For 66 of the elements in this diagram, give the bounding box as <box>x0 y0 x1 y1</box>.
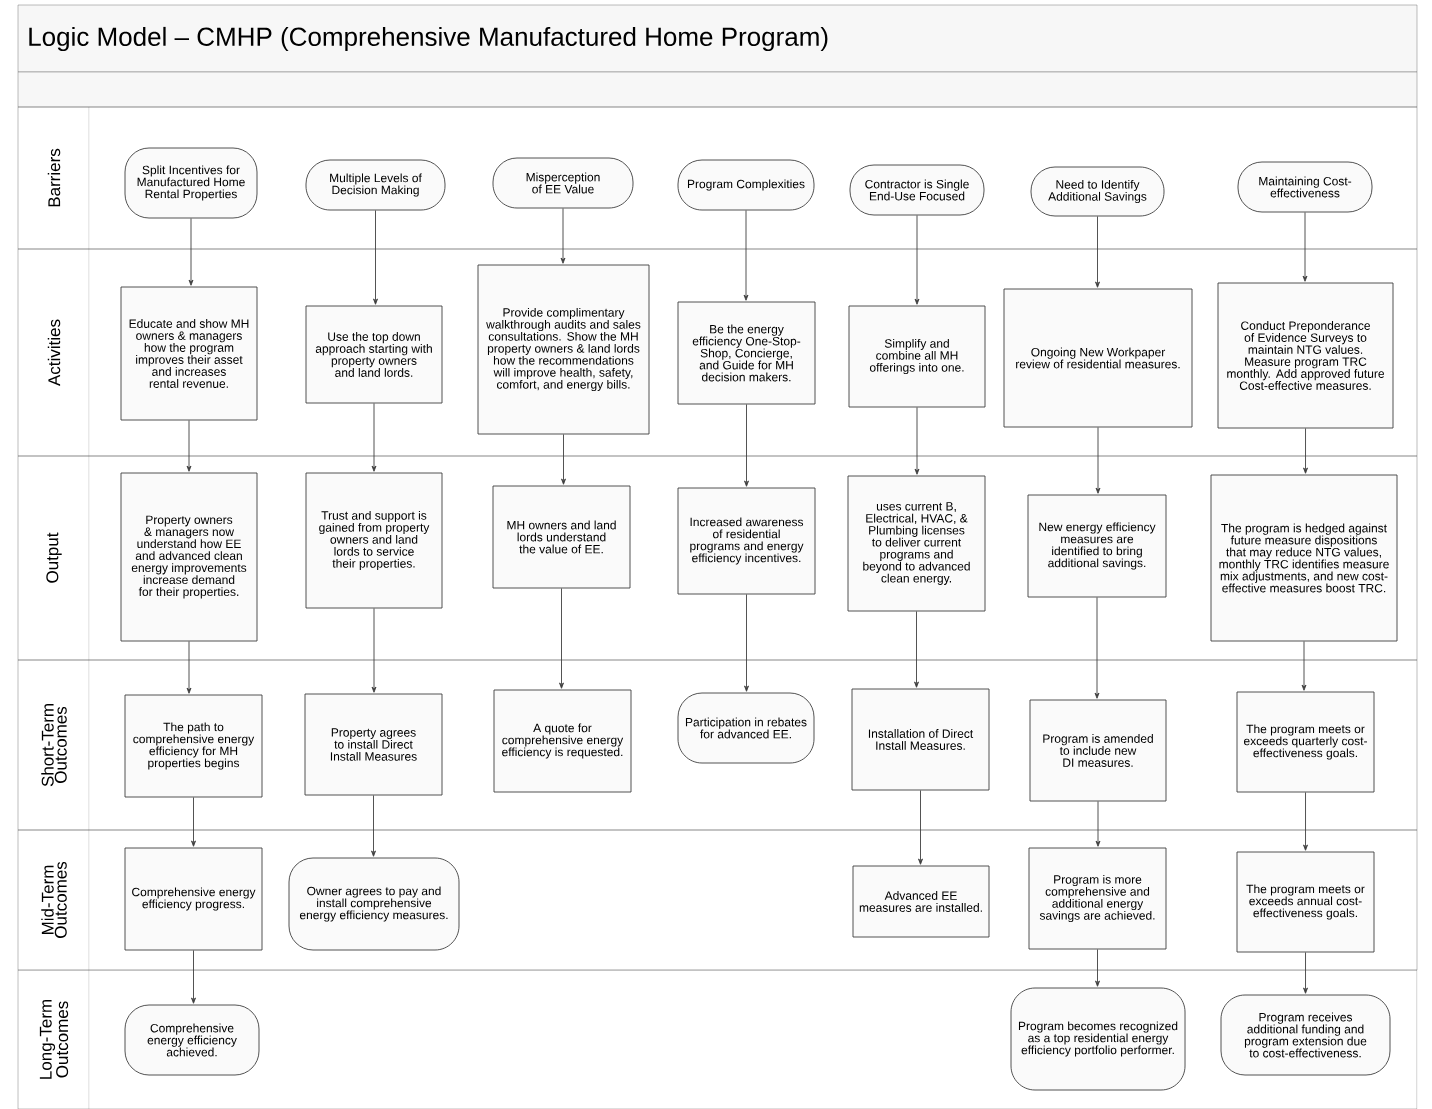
arrow <box>918 790 923 865</box>
process-box: Trust and support is gained from property owners and land lords to service their properties. <box>305 472 443 609</box>
terminator-box: Comprehensive energy efficiency achieved. <box>124 1004 260 1076</box>
process-box: Conduct Preponderance of Evidence Surveys to maintain NTG values. Measure program TRC monthly. Add approved future Cost-effective measures. <box>1217 282 1394 429</box>
process-box: The program meets or exceeds annual cost-effectiveness goals. <box>1236 851 1375 953</box>
process-box: Provide complimentary walkthrough audits and sales consultations. Show the MH property owners & land lords how the recommendations will improve health, safety, comfort, and energy bills. <box>477 264 650 435</box>
arrow <box>1302 212 1308 282</box>
arrow <box>561 434 566 485</box>
process-box: Property owners & managers now understand how EE and advanced clean energy improvements increase demand for their properties. <box>120 472 258 642</box>
process-box: Be the energy efficiency One-Stop-Shop, Concierge, and Guide for MH decision makers. <box>677 301 816 405</box>
arrow <box>744 594 749 692</box>
process-box: Installation of Direct Install Measures. <box>851 688 990 791</box>
terminator-box: Owner agrees to pay and install comprehensive energy efficiency measures. <box>288 857 460 951</box>
arrow <box>1095 216 1100 288</box>
arrow <box>1094 597 1100 699</box>
arrow <box>1303 952 1308 994</box>
arrow <box>186 641 192 694</box>
process-box: Ongoing New Workpaper review of residential measures. <box>1003 288 1193 428</box>
arrow <box>186 420 192 472</box>
terminator-box: Split Incentives for Manufactured Home Rental Properties <box>124 147 258 219</box>
process-box: Increased awareness of residential programs and energy efficiency incentives. <box>677 487 816 595</box>
arrow <box>1095 949 1100 987</box>
process-box: The program is hedged against future measure dispositions that may reduce NTG values, monthly TRC identifies measure mix adjustments, and new cost-effective measures boost TRC. <box>1210 474 1398 642</box>
process-box: MH owners and land lords understand the value of EE. <box>492 485 631 589</box>
process-box: New energy efficiency measures are identified to bring additional savings. <box>1027 494 1167 598</box>
terminator-box: Contractor is Single End-Use Focused <box>849 164 985 216</box>
terminator-box: Multiple Levels of Decision Making <box>305 159 446 211</box>
arrow <box>560 208 566 264</box>
terminator-box: Need to Identify Additional Savings <box>1030 166 1165 217</box>
arrow <box>914 611 919 688</box>
process-box: Advanced EE measures are installed. <box>852 865 990 938</box>
terminator-box: Maintaining Cost-effectiveness <box>1237 161 1373 213</box>
arrow <box>1303 792 1308 851</box>
arrow <box>373 210 378 305</box>
process-box: The path to comprehensive energy efficiency for MH properties begins <box>124 694 263 798</box>
process-box: Comprehensive energy efficiency progress. <box>124 847 263 951</box>
process-box: Simplify and combine all MH offerings into one. <box>848 305 986 408</box>
arrow <box>743 210 749 301</box>
arrow <box>371 403 377 472</box>
terminator-box: Program receives additional funding and program extension due to cost-effectiveness. <box>1220 994 1391 1076</box>
process-box: Program is amended to include new DI measures. <box>1029 699 1167 802</box>
arrow <box>559 588 564 689</box>
arrow <box>371 608 377 693</box>
process-box: Use the top down approach starting with property owners and land lords. <box>305 305 443 404</box>
process-box: Educate and show MH owners & managers how the program improves their asset and increases rental revenue. <box>120 286 258 421</box>
terminator-box: Program Complexities <box>677 159 815 211</box>
arrow <box>1301 641 1307 691</box>
terminator-box: Misperception of EE Value <box>492 157 634 209</box>
process-box: Property agrees to install Direct Install Measures <box>304 693 443 796</box>
terminator-box: Program becomes recognized as a top residential energy efficiency portfolio performer. <box>1010 987 1186 1091</box>
process-box: Program is more comprehensive and additional energy savings are achieved. <box>1028 847 1167 950</box>
arrow <box>1303 428 1308 474</box>
process-box: uses current B, Electrical, HVAC, & Plumbing licenses to deliver current programs and beyond to advanced clean energy. <box>847 475 986 612</box>
arrow <box>914 215 920 305</box>
arrow <box>914 407 920 475</box>
arrow <box>744 404 749 487</box>
arrow <box>191 797 196 847</box>
arrow <box>371 795 376 857</box>
arrow <box>188 218 194 286</box>
arrow <box>1095 801 1101 847</box>
process-box: The program meets or exceeds quarterly cost-effectiveness goals. <box>1236 691 1375 793</box>
arrow <box>191 950 196 1004</box>
terminator-box: Participation in rebates for advanced EE. <box>677 692 815 764</box>
process-box: A quote for comprehensive energy efficiency is requested. <box>493 689 632 793</box>
arrow <box>1095 427 1101 494</box>
title-band: Logic Model – CMHP (Comprehensive Manufactured Home Program) <box>17 4 1418 73</box>
